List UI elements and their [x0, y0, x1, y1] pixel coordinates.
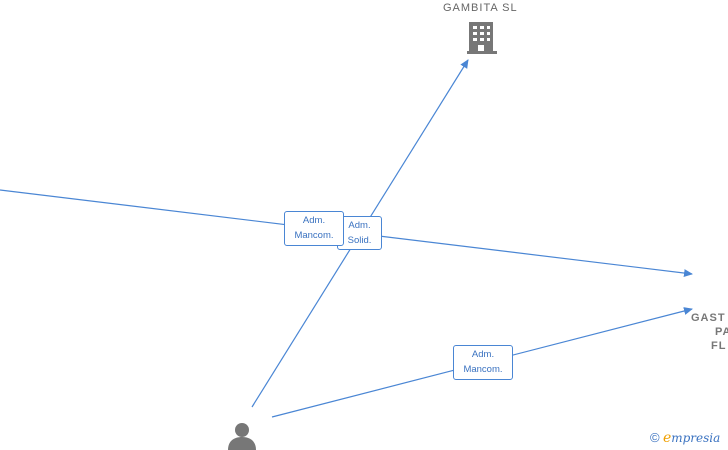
edge-label-line: Solid.	[347, 235, 372, 246]
copyright-symbol: ©	[650, 430, 660, 445]
edge-label-line: Mancom.	[463, 364, 503, 375]
person-icon[interactable]	[228, 423, 256, 450]
company-label-right-line-2: PA	[715, 326, 728, 338]
edge-label-line: Adm.	[302, 215, 326, 226]
company-label-gambita[interactable]: GAMBITA SL	[443, 2, 518, 14]
edge-label-line: Adm.	[471, 349, 495, 360]
edge-label-adm-mancom-bottom: Adm. Mancom.	[453, 345, 513, 380]
empresia-watermark: © empresia	[650, 430, 720, 446]
building-icon[interactable]	[467, 22, 497, 54]
brand-name: mpresia	[671, 431, 721, 445]
edge-label-adm-solid: Adm. Solid.	[337, 216, 382, 250]
company-label-right[interactable]: GAST PA FL	[686, 312, 728, 352]
edge-label-adm-mancom-top: Adm. Mancom.	[284, 211, 344, 246]
brand-e-letter: e	[662, 430, 672, 446]
edge-label-line: Mancom.	[294, 230, 334, 241]
edge-label-line: Adm.	[348, 220, 371, 231]
company-label-right-line-1: GAST	[691, 312, 726, 324]
company-label-right-line-3: FL	[711, 340, 727, 352]
